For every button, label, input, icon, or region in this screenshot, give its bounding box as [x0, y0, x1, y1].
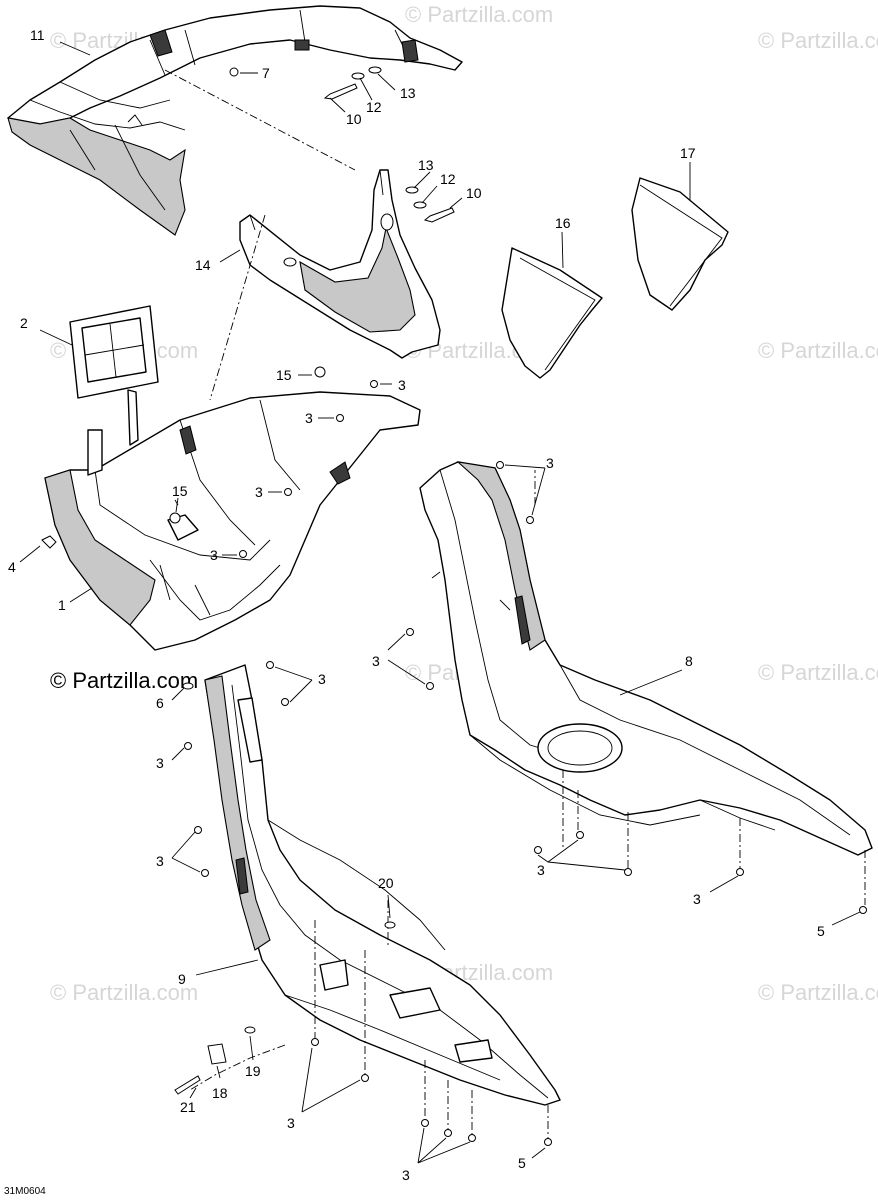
callout-18: 18	[212, 1085, 228, 1101]
callout-7: 7	[262, 65, 270, 81]
callout-3: 3	[537, 862, 545, 878]
part-2-decal	[69, 305, 159, 399]
callout-2: 2	[20, 315, 28, 331]
watermark: © Partzilla.com	[758, 980, 878, 1005]
part-17-panel	[631, 177, 729, 311]
callout-3: 3	[693, 891, 701, 907]
callout-20: 20	[378, 875, 394, 891]
callout-15: 15	[276, 367, 292, 383]
callout-10: 10	[346, 111, 362, 127]
part-11-upper-panel	[7, 5, 463, 236]
part-1-lower-body	[44, 389, 421, 651]
callout-8: 8	[685, 653, 693, 669]
part-14-bracket	[239, 169, 441, 359]
callout-13: 13	[418, 157, 434, 173]
callout-10: 10	[466, 185, 482, 201]
callout-3: 3	[156, 755, 164, 771]
watermark: © Partzilla.com	[50, 980, 198, 1005]
callout-15: 15	[172, 483, 188, 499]
callout-9: 9	[178, 971, 186, 987]
callout-3: 3	[318, 671, 326, 687]
callout-11: 11	[30, 27, 45, 43]
callout-5: 5	[817, 923, 825, 939]
callout-3: 3	[287, 1115, 295, 1131]
callout-12: 12	[366, 99, 382, 115]
watermark: © Partzilla.com	[405, 2, 553, 27]
callout-3: 3	[255, 484, 263, 500]
watermark-main: © Partzilla.com	[50, 668, 198, 693]
callout-6: 6	[156, 695, 164, 711]
watermark: © Partzilla.com	[758, 28, 878, 53]
assembly-lines	[164, 69, 866, 1140]
part-16-panel	[501, 247, 603, 379]
callout-21: 21	[180, 1099, 196, 1115]
callout-17: 17	[680, 145, 696, 161]
callout-5: 5	[518, 1155, 526, 1171]
callout-labels: 11 7 13 12 10 13 12 10 14 16 17 2 15 3 3…	[8, 27, 825, 1183]
callout-3: 3	[402, 1167, 410, 1183]
callout-3: 3	[210, 547, 218, 563]
callout-1: 1	[58, 597, 66, 613]
callout-3: 3	[372, 653, 380, 669]
part-8-side-panel	[419, 461, 873, 856]
part-9-side-panel	[204, 664, 561, 1106]
callout-3: 3	[546, 455, 554, 471]
callout-4: 4	[8, 559, 16, 575]
callout-16: 16	[555, 215, 571, 231]
callout-14: 14	[195, 257, 211, 273]
watermark: © Partzilla.com	[758, 338, 878, 363]
leader-lines	[19, 41, 861, 1164]
callout-3: 3	[305, 410, 313, 426]
callout-13: 13	[400, 85, 416, 101]
callout-12: 12	[440, 171, 456, 187]
callout-3: 3	[398, 377, 406, 393]
figure-code: 31M0604	[4, 1186, 46, 1197]
fasteners	[41, 66, 867, 1146]
watermark: © Partzilla.com	[758, 660, 878, 685]
watermark-group: © Partzilla.com © Partzilla.com © Partzi…	[50, 2, 878, 1005]
callout-3: 3	[156, 853, 164, 869]
callout-19: 19	[245, 1063, 261, 1079]
